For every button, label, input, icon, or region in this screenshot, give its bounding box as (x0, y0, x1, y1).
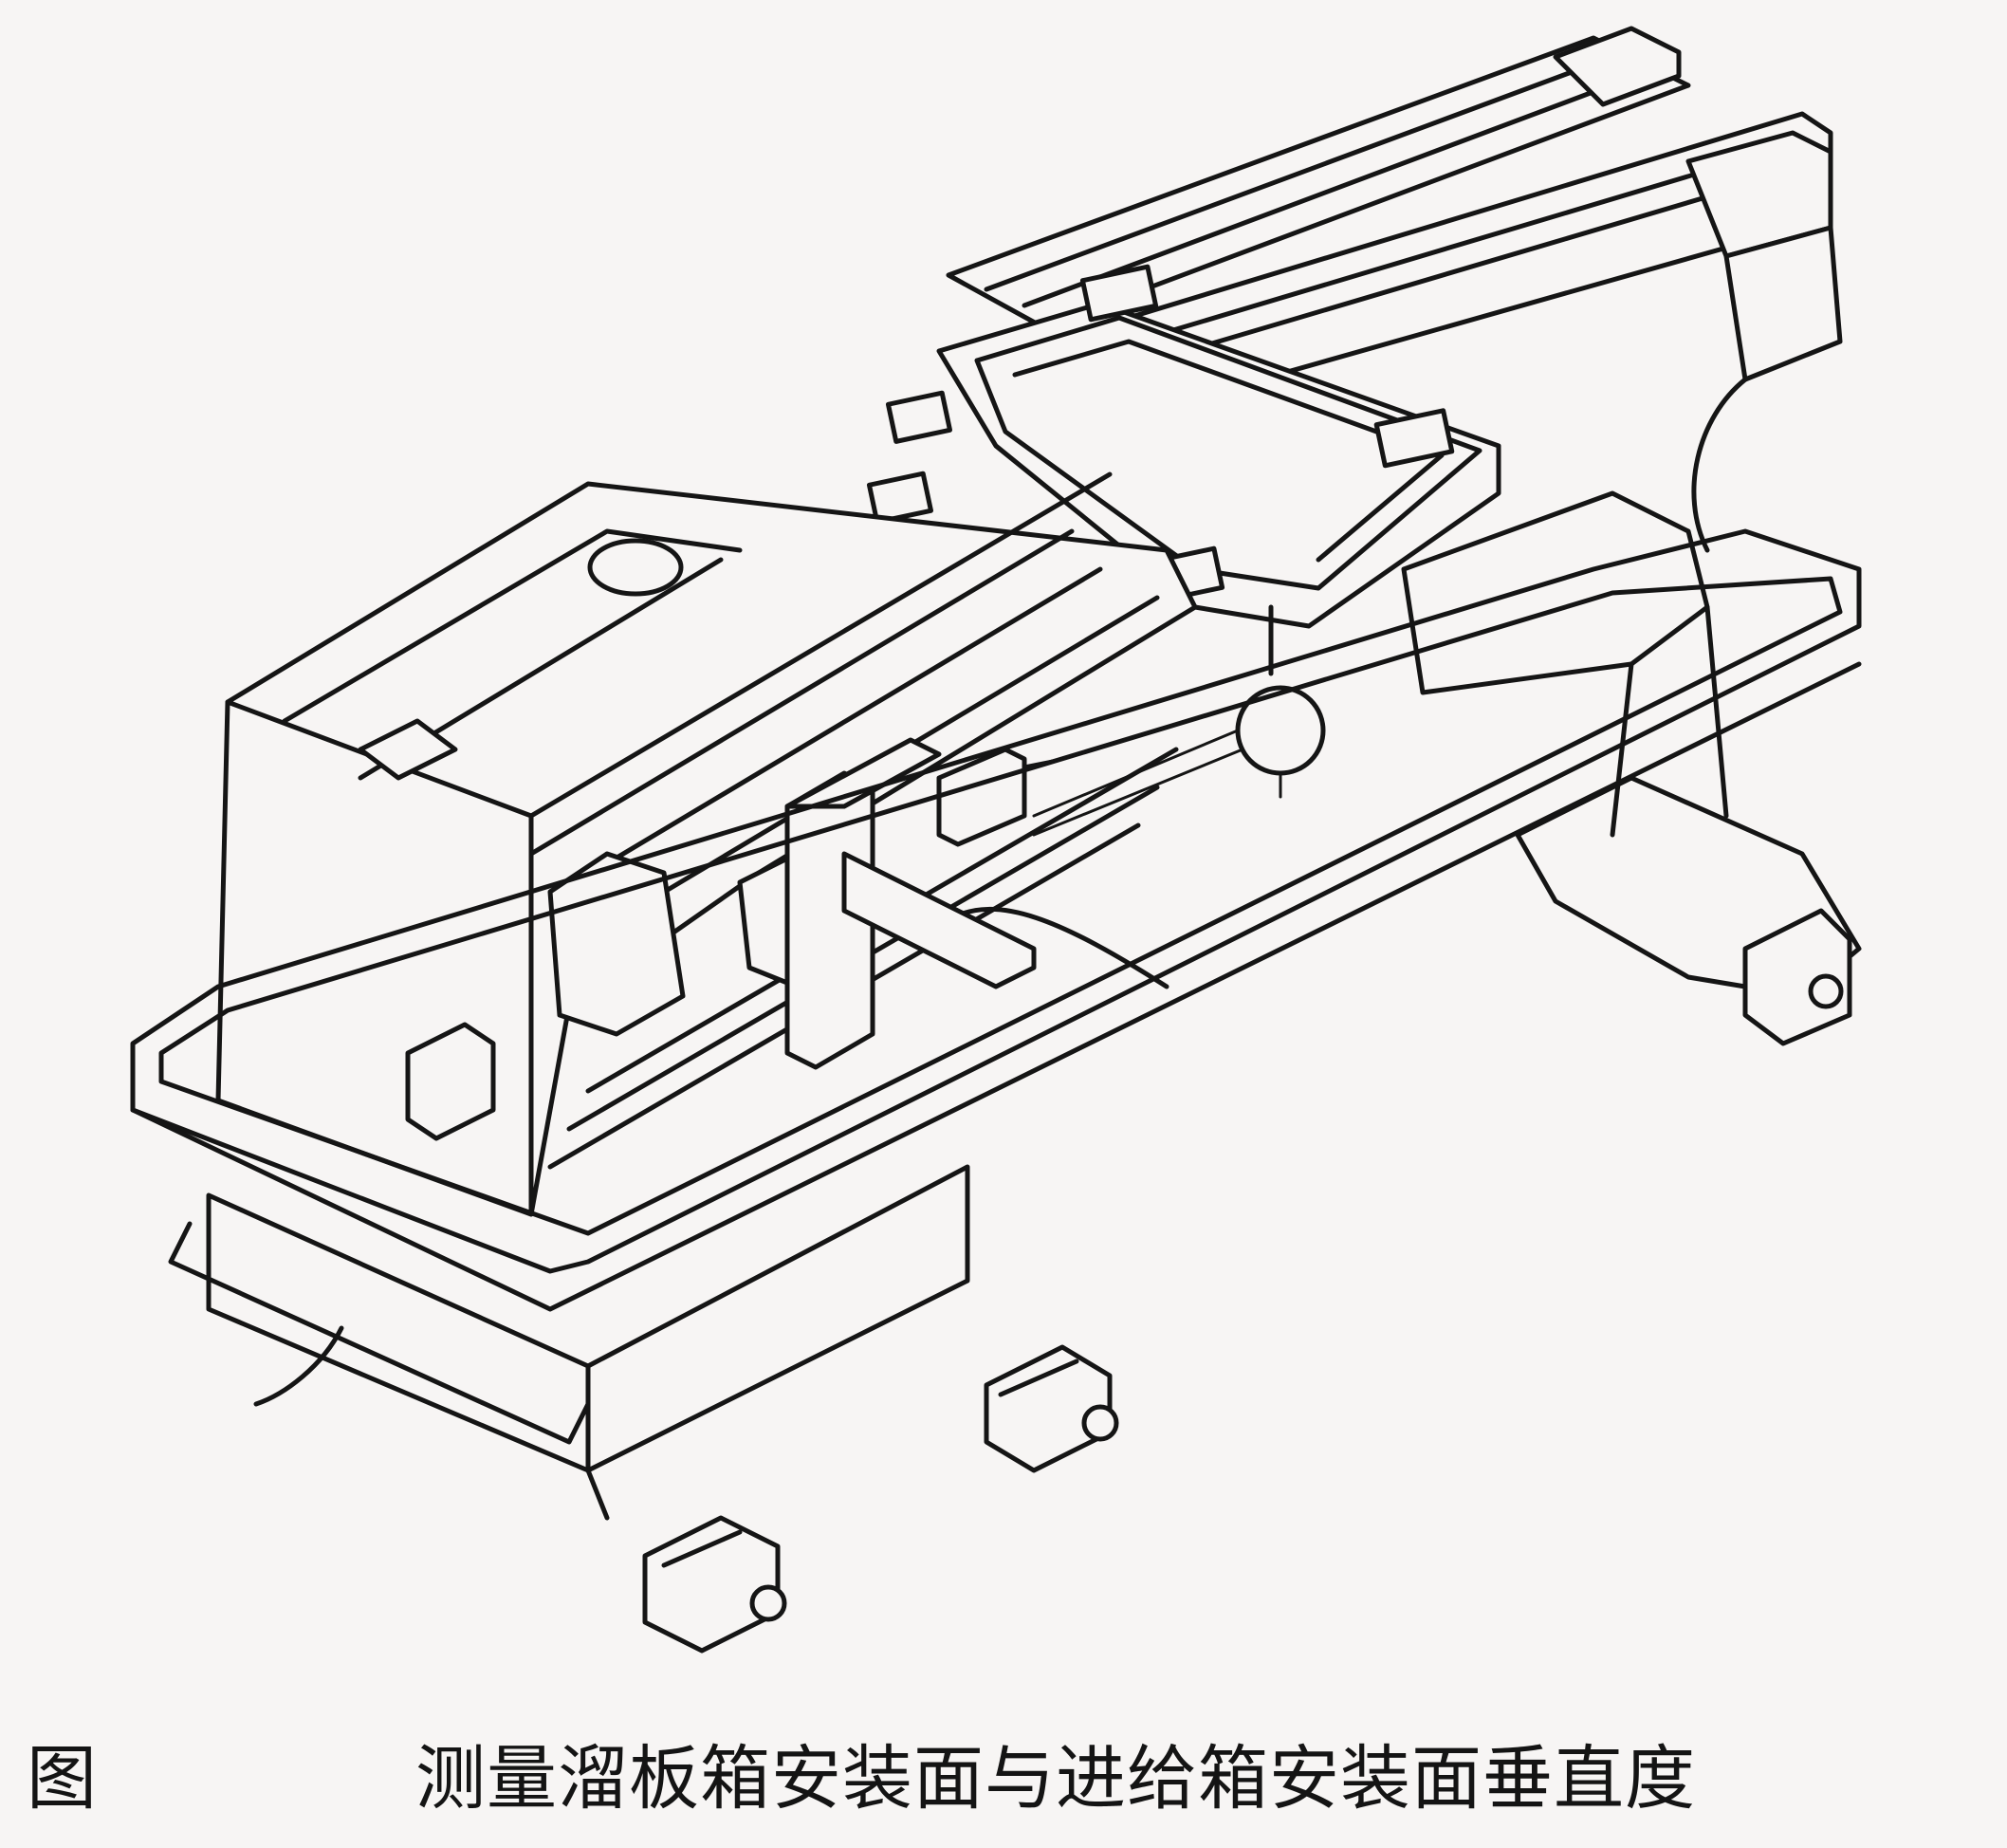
carriage (866, 264, 1501, 676)
lathe-bed (215, 471, 1198, 1217)
lathe-bed-drawing (130, 26, 1862, 1654)
figure-label: 图 (27, 1738, 97, 1820)
rear-leg (1401, 490, 1729, 838)
front-leg (168, 1164, 970, 1521)
rear-right-foot (1515, 775, 1862, 1046)
dial-indicator (1022, 685, 1326, 837)
square-gauge (784, 737, 1037, 1070)
bed-tail-rails (946, 26, 1843, 553)
figure-caption: 测量溜板箱安装面与进给箱安装面垂直度 (415, 1738, 1696, 1820)
front-foot-left (642, 1515, 787, 1654)
oil-tray (130, 528, 1862, 1312)
front-foot-right (984, 1344, 1119, 1473)
